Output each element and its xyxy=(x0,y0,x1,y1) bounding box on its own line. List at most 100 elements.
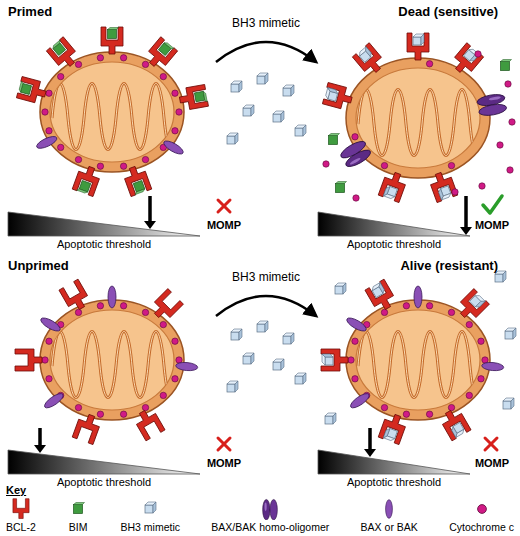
level-arrows xyxy=(34,196,472,457)
bh3-mimetic xyxy=(273,359,284,370)
bax-oligomer xyxy=(476,93,507,118)
bh3-mimetic xyxy=(283,333,294,344)
bcl2-mimetic xyxy=(407,33,429,60)
cross-mark xyxy=(218,438,230,450)
level-arrow xyxy=(364,449,376,457)
momp-label: MOMP xyxy=(472,457,512,469)
illustration-line xyxy=(218,200,230,212)
bax-protein xyxy=(345,316,368,334)
released-cytochrome-c xyxy=(479,183,485,189)
mitochondrion xyxy=(40,300,184,420)
released-proteins xyxy=(323,51,515,201)
arrow-label: BH3 mimetic xyxy=(206,16,326,30)
bh3-mimetic xyxy=(231,81,242,92)
threshold-wedges xyxy=(8,212,470,474)
illustration-use xyxy=(477,505,486,514)
alive-mitochondrion xyxy=(321,279,504,444)
cross-mark xyxy=(218,200,230,212)
bcl2-bim xyxy=(178,84,208,110)
cytochrome-c xyxy=(42,303,182,418)
panel-node: Primed xyxy=(4,2,216,198)
bcl2-mimetic xyxy=(321,349,348,371)
bcl2-mimetic xyxy=(449,43,483,78)
bh3-mimetic xyxy=(283,85,294,96)
level-arrow xyxy=(144,221,156,229)
released-cytochrome-c xyxy=(509,119,515,125)
illustration-use xyxy=(13,499,29,519)
bcl2-mimetic xyxy=(428,170,458,203)
panel-heading: Unprimed xyxy=(8,258,69,273)
cytochrome-c xyxy=(352,134,358,140)
bcl2-bim xyxy=(46,37,80,72)
legend-text: BH3 mimetic xyxy=(120,521,180,533)
bax-protein xyxy=(481,362,504,372)
released-cytochrome-c xyxy=(353,195,359,201)
bax-protein xyxy=(349,391,372,410)
illustration-use xyxy=(386,500,393,519)
threshold-label: Apoptotic threshold xyxy=(44,238,164,250)
bh3-mimetic xyxy=(335,283,346,294)
bcl2-protein xyxy=(15,349,42,371)
level-arrow xyxy=(148,196,152,222)
oligomer-swatch xyxy=(259,498,281,520)
legend-item: BAX or BAK xyxy=(361,498,418,533)
legend-item: BH3 mimetic xyxy=(120,498,180,533)
free-bim xyxy=(336,182,347,193)
released-cytochrome-c xyxy=(475,51,481,57)
panel-node: Unprimed xyxy=(4,256,216,442)
cytochrome-c xyxy=(381,162,387,168)
free-bim xyxy=(501,60,512,71)
released-cytochrome-c xyxy=(323,161,329,167)
cytochrome-c xyxy=(348,303,488,418)
released-cytochrome-c xyxy=(452,189,458,195)
bcl2-mimetic xyxy=(378,412,408,445)
bh3-mimetic xyxy=(503,398,514,409)
cytochrome-c xyxy=(426,61,432,67)
level-arrow xyxy=(38,428,42,446)
momp-label: MOMP xyxy=(472,219,512,231)
bcl2-bim xyxy=(72,164,102,197)
bcl2-protein xyxy=(132,406,165,440)
mitochondrion xyxy=(346,300,490,420)
bh3-mimetic xyxy=(325,413,336,424)
illustration-line xyxy=(218,438,230,450)
illustration-use xyxy=(74,503,85,514)
momp-marks xyxy=(218,196,502,450)
illustration-use xyxy=(145,502,156,513)
illustration-line xyxy=(485,438,497,450)
panel-node: Alive (resistant) xyxy=(316,256,516,442)
free-mimetics xyxy=(227,73,516,424)
bcl2-swatch xyxy=(10,498,32,520)
mitochondrion xyxy=(346,58,490,178)
level-arrow xyxy=(34,445,46,453)
mimetic-swatch xyxy=(139,498,161,520)
bh3-mimetic xyxy=(243,353,254,364)
bh3-mimetic xyxy=(295,373,306,384)
threshold-wedge xyxy=(318,212,470,236)
threshold-wedge xyxy=(8,212,200,236)
legend-text: BCL-2 xyxy=(6,521,36,533)
bh3-mimetic xyxy=(257,321,268,332)
primed-mitochondrion xyxy=(16,27,208,197)
threshold-wedge xyxy=(8,450,200,474)
arrow-label: BH3 mimetic xyxy=(206,270,326,284)
bcl2-mimetic xyxy=(352,43,386,78)
momp-label: MOMP xyxy=(204,219,244,231)
bcl2-protein xyxy=(149,289,184,324)
bcl2-mimetic xyxy=(378,170,408,203)
curved-arrow xyxy=(216,296,316,316)
illustration-line xyxy=(218,200,230,212)
legend-text: BAX/BAK homo-oligomer xyxy=(211,521,329,533)
legend-text: Cytochrome c xyxy=(449,521,514,533)
legend-text: BIM xyxy=(69,521,88,533)
panel-node: Dead (sensitive) xyxy=(316,2,516,198)
bcl2-bim xyxy=(143,37,177,72)
check-mark xyxy=(483,196,502,213)
bh3-mimetic xyxy=(295,125,306,136)
legend-item: Cytochrome c xyxy=(449,498,514,533)
legend: BCL-2 BIM BH3 mimetic BAX/BAK homo-oligo… xyxy=(6,498,514,533)
legend-text: BAX or BAK xyxy=(361,521,418,533)
bcl2-bim xyxy=(16,77,48,105)
bax-oligomer xyxy=(339,138,373,169)
